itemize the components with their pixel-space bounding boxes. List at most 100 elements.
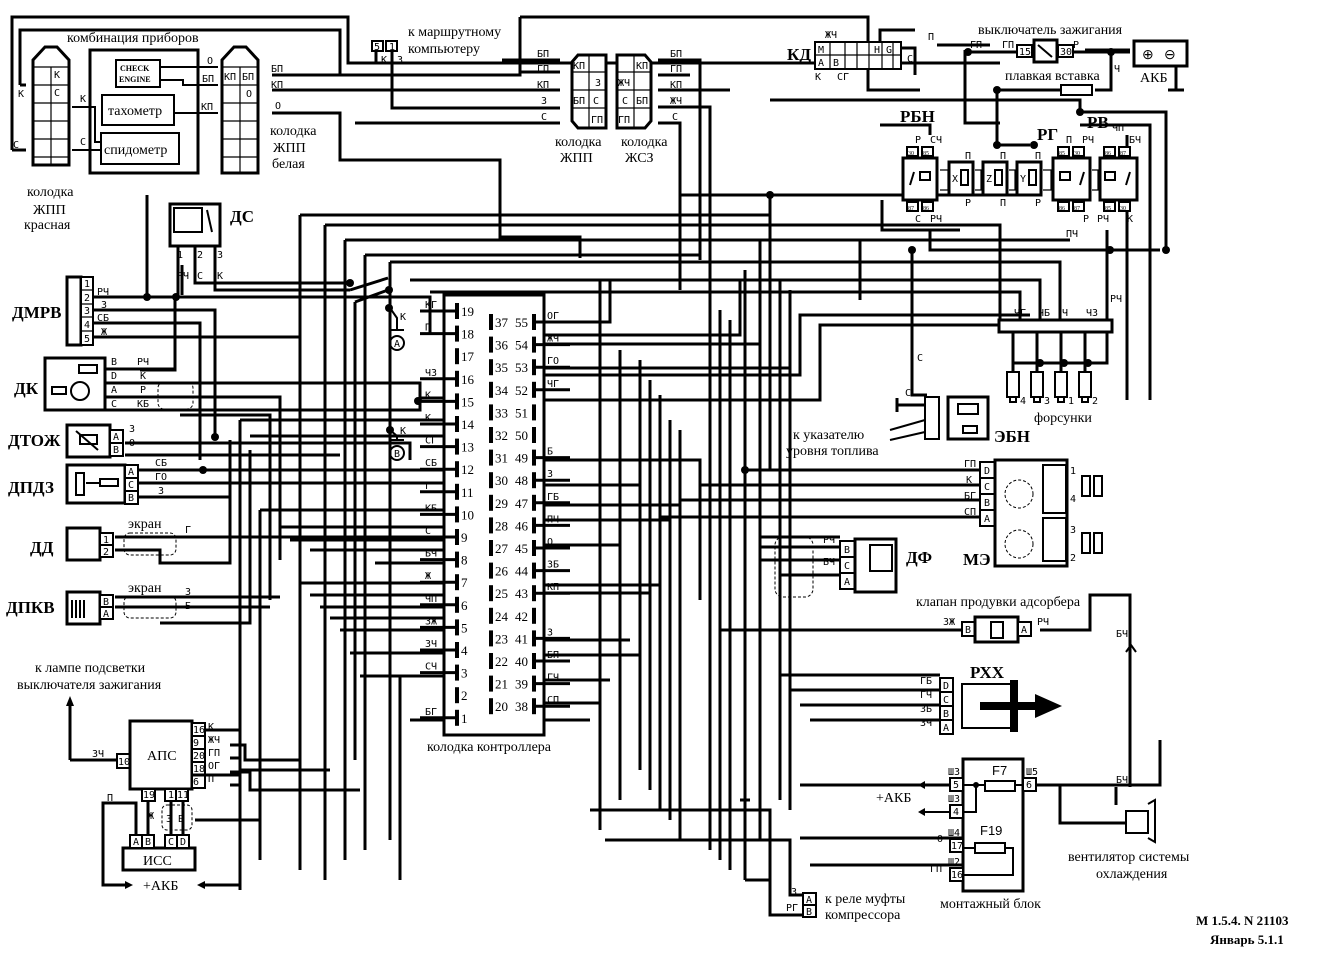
mb-slot-sh3b: Ш3 xyxy=(948,794,960,805)
aps-label: АПС xyxy=(147,749,177,764)
controller-pin-number: 41 xyxy=(515,631,528,646)
injector-rail: ЧГ ЧБ Ч ЧЗ РЧ 4 3 1 2 форсунки xyxy=(997,294,1122,426)
injector-4-icon xyxy=(1006,371,1020,403)
zhsz-cell-3: ЖЧ xyxy=(618,78,630,89)
zhpp-wire-kp: КП xyxy=(537,80,549,91)
controller-wire-label: Б xyxy=(547,447,553,458)
iss-pin-d: D xyxy=(180,837,186,848)
controller-pin-number: 50 xyxy=(515,428,528,443)
red-connector-label3: красная xyxy=(24,218,71,233)
me-pin-b: B xyxy=(984,498,990,509)
rv-wire-chp: ЧП xyxy=(1112,123,1124,134)
me-coil-3: 3 xyxy=(1070,525,1076,536)
injector-num-2: 2 xyxy=(1092,396,1098,407)
controller-pin-54 xyxy=(532,336,536,353)
ds-sensor: ДС 1 2 3 РЧ С К xyxy=(168,202,254,297)
df-pin-v: В xyxy=(844,545,850,556)
purge-wire-rch: РЧ xyxy=(1037,617,1049,628)
aps-wire-label: ЖЧ xyxy=(208,735,220,746)
controller-pin-number: 42 xyxy=(515,609,528,624)
pump-wire-s1: С xyxy=(917,353,923,364)
fuel-pump-label: ЭБН xyxy=(994,427,1030,446)
cluster-wire-s: С xyxy=(80,137,86,148)
dmrv-wire-rch: РЧ xyxy=(97,287,109,298)
fusible-link: плавкая вставка xyxy=(1005,69,1100,96)
injector-3-icon xyxy=(1030,371,1044,403)
rbn-wire-s: С xyxy=(915,214,921,225)
spark-plug-icon xyxy=(1081,475,1103,554)
dpkv-shield-label: экран xyxy=(128,581,162,596)
mb-pin-17: 17 xyxy=(951,841,963,852)
kd-pin-m: М xyxy=(818,45,824,56)
controller-pin-number: 44 xyxy=(515,564,529,579)
compressor-label2: компрессора xyxy=(825,908,901,923)
controller-pin-37 xyxy=(489,314,493,330)
controller-pin-13 xyxy=(455,438,459,455)
fuse-z-top: П xyxy=(1000,151,1006,162)
wire-s-left: С xyxy=(13,140,19,151)
df-wire-bch: БЧ xyxy=(823,557,835,568)
controller-pin-number: 28 xyxy=(495,518,508,533)
rv-wire-rch: РЧ xyxy=(1097,214,1109,225)
controller-pin-6 xyxy=(455,596,459,613)
controller-wire-label: П xyxy=(425,323,431,334)
dpkv-pin-v: В xyxy=(103,597,109,608)
controller-pin-number: 33 xyxy=(495,405,508,420)
instrument-cluster: комбинация приборов К С К С колодка ЖПП … xyxy=(12,31,317,233)
zhpp-label1: колодка xyxy=(555,135,602,150)
controller-pin-28 xyxy=(489,517,493,534)
iss-plus-label: +АКБ xyxy=(143,879,178,894)
controller-pin-21 xyxy=(489,675,493,692)
trip-computer-connector: 5 1 К З к маршрутному компьютеру xyxy=(371,25,501,66)
controller-pin-number: 45 xyxy=(515,541,528,556)
dk-wire-r: Р xyxy=(140,385,146,396)
controller-pin-number: 47 xyxy=(515,496,529,511)
controller-pin-2 xyxy=(455,687,459,704)
controller-pin-47 xyxy=(532,494,536,511)
controller-wire-label: СП xyxy=(547,695,559,706)
rbn-pin-30: 30 xyxy=(908,151,914,157)
comp-wire-z: З xyxy=(791,887,797,898)
dd-pin-1: 1 xyxy=(103,535,109,546)
connector-zhpp: КП З БП С ГП БП ГП КП З С колодка ЖПП xyxy=(537,49,608,166)
kd-pin-h: Н xyxy=(874,45,880,56)
rbn-pin-85: 85 xyxy=(923,151,929,157)
controller-pin-53 xyxy=(532,359,536,376)
aps-pin-number: 9 xyxy=(193,738,199,749)
controller-pin-number: 18 xyxy=(461,327,474,342)
red-pin-k: К xyxy=(54,70,60,81)
cluster-wire-kp: КП xyxy=(201,102,213,113)
battery-minus: ⊖ xyxy=(1164,48,1176,63)
kd-label: КД xyxy=(787,45,811,64)
controller-pin-number: 55 xyxy=(515,315,528,330)
mb-pin-16: 16 xyxy=(951,870,963,881)
df-sensor: РЧ БЧ В С А ДФ xyxy=(774,535,932,598)
battery-label: АКБ xyxy=(1140,71,1168,86)
mb-pin-5: 5 xyxy=(953,780,959,791)
controller-pin-number: 6 xyxy=(461,598,468,613)
rail-wire-chb: ЧБ xyxy=(1038,308,1050,319)
controller-wire-label: КП xyxy=(547,582,559,593)
mounting-block: 5 4 17 16 6 Ш3 Ш3 Ш4 Ш2 Ш5 F7 F19 +АКБ О… xyxy=(876,757,1041,912)
controller-pin-26 xyxy=(489,562,493,579)
fuse-x-top: П xyxy=(965,151,971,162)
rxx-pin-b: B xyxy=(943,709,949,720)
fan-wire-bch: БЧ xyxy=(1116,775,1128,786)
fuse-y-bottom: Р xyxy=(1035,198,1041,209)
mb-slot-sh5: Ш5 xyxy=(1026,767,1038,778)
dpdz-sensor: ДПДЗ А С В СБ ГО З xyxy=(8,458,167,505)
controller-pin-51 xyxy=(532,404,536,421)
battery-plus: ⊕ xyxy=(1142,48,1154,63)
controller-pin-4 xyxy=(455,642,459,658)
controller-pin-27 xyxy=(489,540,493,556)
controller-pin-25 xyxy=(489,585,493,602)
controller-pin-number: 23 xyxy=(495,631,508,646)
controller-wire-label: ЧП xyxy=(425,594,437,605)
diagnostic-connector: КД М Н G А В ЖЧ К СГ С П xyxy=(787,28,934,83)
controller-pin-45 xyxy=(532,540,536,556)
rbn-label: РБН xyxy=(900,107,935,126)
controller-pin-11 xyxy=(455,483,459,500)
cluster-wire-k: К xyxy=(80,94,86,105)
iss-module: ИСС А В С D П Ж З Б +АКБ xyxy=(101,773,242,894)
